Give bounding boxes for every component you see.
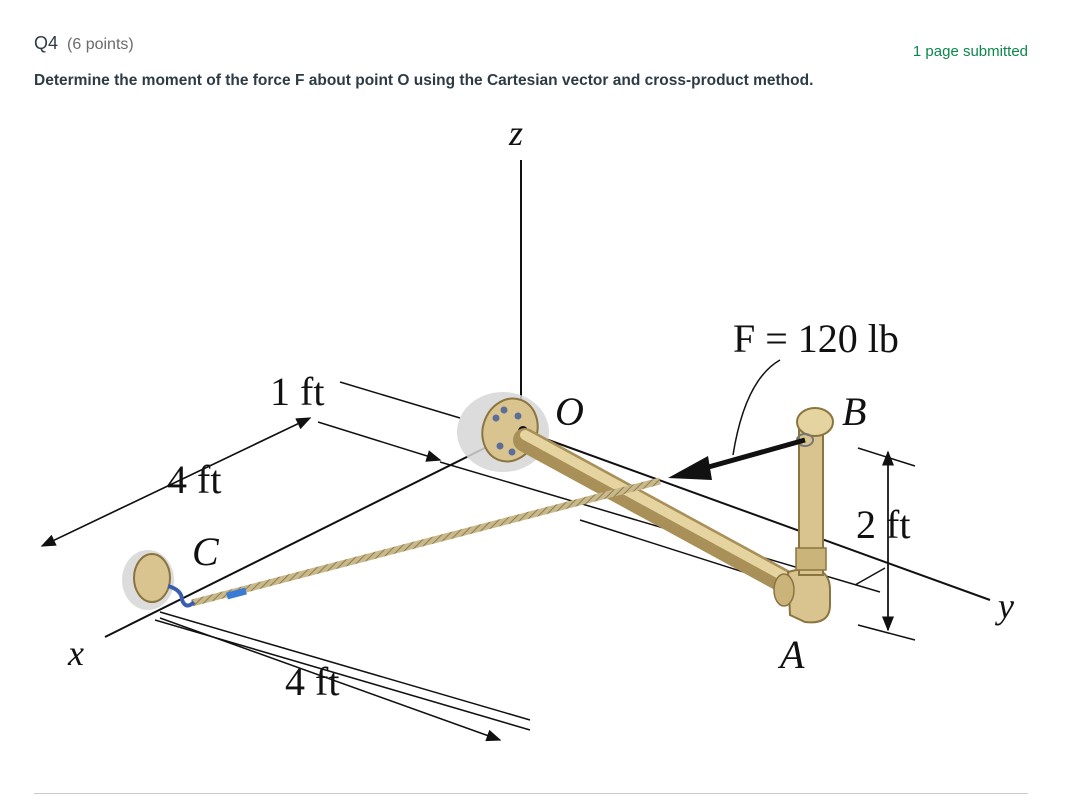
force-leader — [732, 359, 781, 456]
question-points: (6 points) — [67, 36, 134, 53]
x-axis-label: x — [67, 633, 84, 673]
force-arrowhead — [668, 456, 712, 480]
point-c-label: C — [192, 529, 220, 574]
pipe-ab-coupling — [795, 547, 827, 571]
dim-2ft-label: 2 ft — [856, 502, 910, 547]
dimension-lines — [40, 381, 916, 742]
pipe-oa-highlight — [520, 430, 805, 590]
dim-4ft-bottom-label: 4 ft — [285, 659, 339, 704]
elbow-a — [786, 567, 831, 624]
bottom-divider — [34, 793, 1028, 794]
question-prompt: Determine the moment of the force F abou… — [34, 72, 814, 89]
pipe-b-cap — [796, 407, 834, 437]
force-arrow-shaft — [704, 437, 806, 471]
rope-clip — [226, 587, 247, 600]
force-label: F = 120 lb — [733, 316, 899, 361]
hook-c — [167, 584, 196, 608]
figure-svg: z x y — [40, 113, 1014, 742]
x-axis-line — [104, 429, 522, 638]
elbow-a-coupling — [773, 573, 795, 607]
submission-status[interactable]: 1 page submitted — [912, 43, 1028, 60]
y-axis-label: y — [995, 586, 1014, 626]
dim-1ft-label: 1 ft — [270, 369, 324, 414]
flange-c — [133, 553, 171, 603]
question-header: Q4 (6 points) — [34, 33, 134, 54]
rope-bc — [191, 477, 661, 607]
problem-figure: z x y — [0, 100, 1080, 780]
point-a-label: A — [777, 632, 805, 677]
y-axis-line — [520, 429, 991, 601]
dim-4ft-left-label: 4 ft — [167, 457, 221, 502]
point-o-label: O — [555, 389, 584, 434]
question-number: Q4 — [34, 33, 59, 53]
point-b-label: B — [842, 389, 866, 434]
z-axis-label: z — [508, 113, 523, 153]
